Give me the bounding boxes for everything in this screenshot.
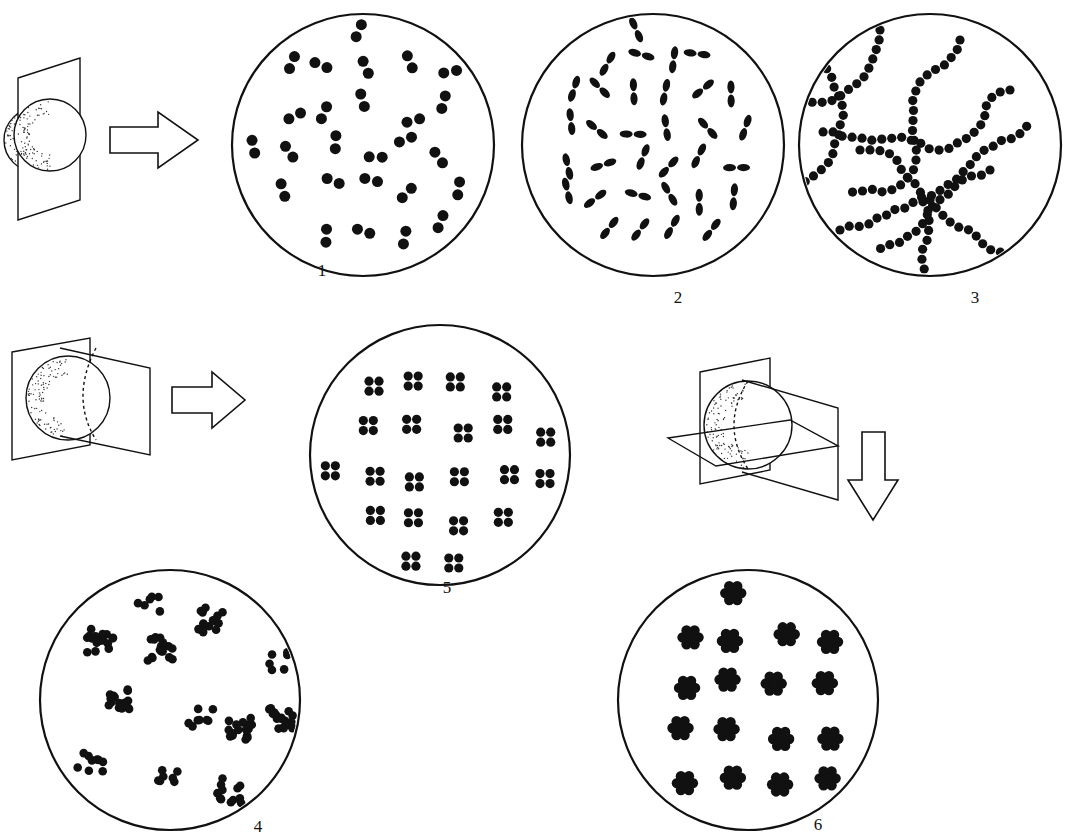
figure-number: 4 bbox=[254, 818, 263, 835]
staphylococci bbox=[73, 593, 297, 808]
figure-number: 5 bbox=[443, 579, 452, 596]
figure-number: 1 bbox=[318, 262, 327, 279]
figure-number: 6 bbox=[814, 816, 823, 833]
sarcina bbox=[667, 581, 843, 797]
diplococci bbox=[247, 19, 466, 249]
division-one-plane bbox=[4, 58, 198, 220]
streptococci bbox=[714, 25, 1065, 283]
division-three-planes bbox=[668, 358, 898, 520]
microscope-field bbox=[40, 14, 1061, 830]
lanceolate-diplococci bbox=[561, 16, 753, 243]
tetrads bbox=[321, 372, 556, 573]
figure-number: 3 bbox=[971, 289, 980, 306]
figure-number: 2 bbox=[674, 289, 683, 306]
division-two-planes bbox=[12, 338, 245, 460]
